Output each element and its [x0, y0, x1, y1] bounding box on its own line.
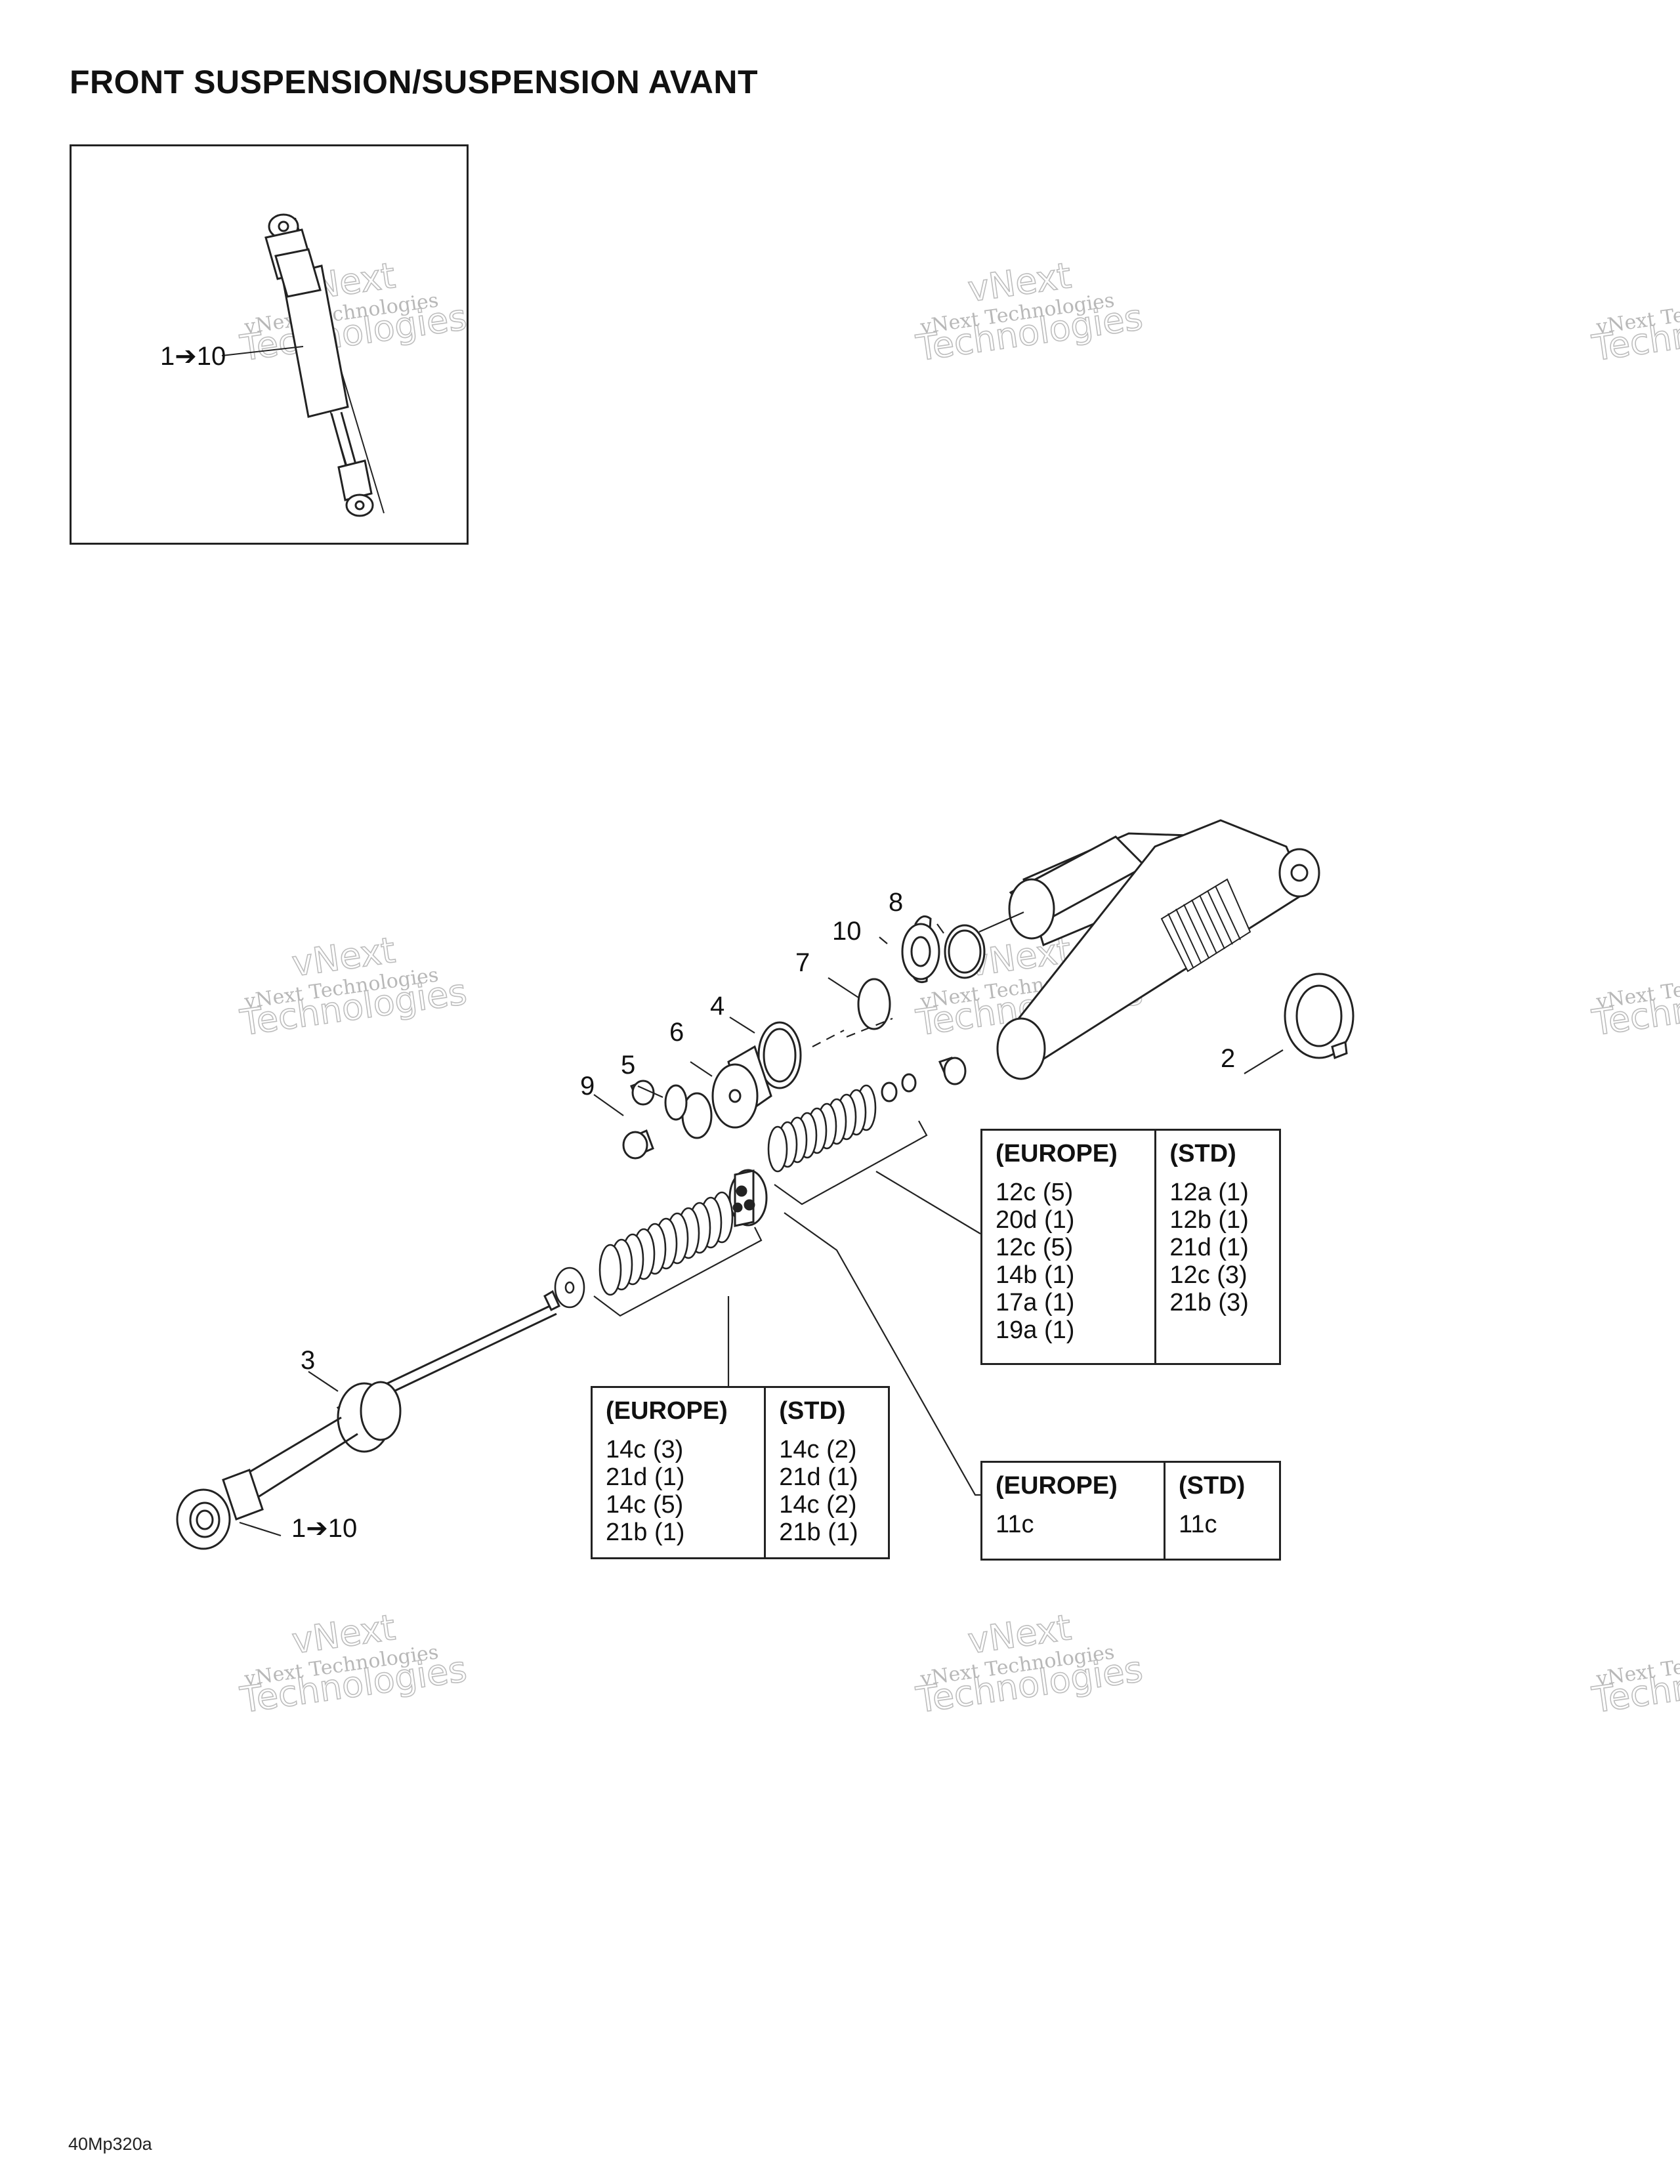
- part-entry: 14c (3): [606, 1436, 684, 1463]
- column-header-europe: (EUROPE): [996, 1472, 1118, 1500]
- callout-10: 10: [832, 917, 862, 946]
- part-entry: 19a (1): [996, 1316, 1075, 1344]
- piston: [728, 1169, 768, 1227]
- watermark: Technologies vNext vNext Technologies: [913, 1606, 1146, 1721]
- part-entry: 21d (1): [1169, 1234, 1249, 1261]
- part-entry: 21b (1): [606, 1519, 685, 1546]
- callout-6: 6: [669, 1018, 684, 1047]
- part-entry: 21b (3): [1169, 1289, 1249, 1316]
- callout-1-to-10: 1➔10: [291, 1514, 357, 1543]
- parts-table-piston: (EUROPE) (STD) 11c 11c: [980, 1461, 1281, 1561]
- part-entry: 21d (1): [606, 1463, 685, 1491]
- inset-callout-label: 1➔10: [160, 342, 226, 371]
- europe-parts-cell: 14c (3) 21d (1) 14c (5) 21b (1): [592, 1436, 765, 1559]
- upper-shim-stack: [767, 1084, 877, 1173]
- column-header-std: (STD): [1154, 1129, 1280, 1179]
- damper-rod-and-eyelet: [176, 1290, 560, 1550]
- shock-body-assembly: [996, 819, 1320, 1080]
- column-header-std: (STD): [764, 1387, 889, 1436]
- watermark-layer: Technologies vNext vNext Technologies Te…: [237, 254, 1680, 1721]
- shock-absorber-overview: [221, 213, 385, 517]
- watermark: Techn vNext Te: [1589, 304, 1680, 369]
- drawing-reference: 40Mp320a: [68, 2134, 152, 2154]
- column-header-europe: (EUROPE): [996, 1140, 1118, 1167]
- watermark: Technologies vNext vNext Technologies: [237, 929, 470, 1044]
- std-parts-cell: 14c (2) 21d (1) 14c (2) 21b (1): [764, 1436, 889, 1559]
- part-entry: 11c: [996, 1511, 1034, 1538]
- callout-5: 5: [621, 1051, 635, 1080]
- part-entry: 21d (1): [779, 1463, 858, 1491]
- watermark: Technologies vNext vNext Technologies: [237, 1606, 470, 1721]
- part-entry: 12a (1): [1169, 1179, 1249, 1206]
- part-entry: 14b (1): [996, 1261, 1075, 1289]
- part-entry: 21b (1): [779, 1519, 858, 1546]
- part-entry: 12b (1): [1169, 1206, 1249, 1234]
- europe-parts-cell: 12c (5) 20d (1) 12c (5) 14b (1) 17a (1) …: [982, 1179, 1156, 1364]
- overview-inset-frame: [70, 144, 469, 545]
- callout-4: 4: [710, 992, 724, 1020]
- lower-shim-stack: [554, 1191, 734, 1309]
- retainer-ring: [1284, 973, 1354, 1060]
- std-parts-cell: 12a (1) 12b (1) 21d (1) 12c (3) 21b (3): [1154, 1179, 1280, 1364]
- std-parts-cell: 11c: [1164, 1511, 1280, 1560]
- part-entry: 14c (2): [779, 1491, 857, 1519]
- column-header-std: (STD): [1164, 1461, 1280, 1511]
- part-entry: 11c: [1179, 1511, 1217, 1538]
- europe-parts-cell: 11c: [982, 1511, 1165, 1560]
- parts-table-lower-valving: (EUROPE) (STD) 14c (3) 21d (1) 14c (5) 2…: [591, 1386, 890, 1559]
- column-header-europe: (EUROPE): [606, 1397, 728, 1425]
- part-entry: 12c (3): [1169, 1261, 1248, 1289]
- callout-7: 7: [795, 948, 810, 977]
- part-entry: 20d (1): [996, 1206, 1075, 1234]
- part-entry: 12c (5): [996, 1179, 1074, 1206]
- part-entry: 12c (5): [996, 1234, 1074, 1261]
- callout-8: 8: [889, 888, 903, 917]
- part-entry: 17a (1): [996, 1289, 1075, 1316]
- watermark: Techn vNext Te: [1589, 978, 1680, 1044]
- watermark: Techn vNext Te: [1589, 1656, 1680, 1721]
- part-entry: 14c (2): [779, 1436, 857, 1463]
- callout-9: 9: [580, 1072, 595, 1101]
- watermark: Technologies vNext vNext Technologies: [913, 254, 1146, 369]
- piston-and-rod-assembly: [622, 915, 986, 1160]
- part-entry: 14c (5): [606, 1491, 684, 1519]
- callout-3: 3: [301, 1346, 315, 1375]
- page-title: FRONT SUSPENSION/SUSPENSION AVANT: [70, 64, 759, 100]
- callout-2: 2: [1221, 1044, 1235, 1073]
- parts-table-upper-valving: (EUROPE) (STD) 12c (5) 20d (1) 12c (5) 1…: [980, 1129, 1281, 1365]
- leader-lines: [239, 911, 1284, 1537]
